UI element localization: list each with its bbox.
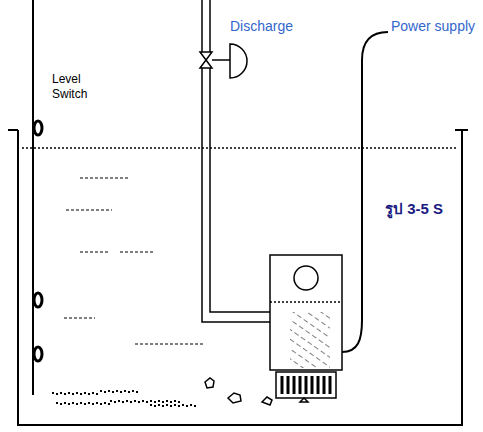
valve — [200, 44, 247, 78]
power-cable — [342, 32, 388, 352]
power-supply-label: Power supply — [391, 18, 475, 36]
tank — [8, 130, 468, 425]
sediment-dots — [52, 390, 196, 407]
level-switch-label: Level Switch — [52, 72, 98, 102]
level-switch — [33, 0, 42, 395]
figure-caption: รูป 3-5 S — [385, 200, 443, 219]
discharge-label: Discharge — [230, 18, 293, 36]
submersible-pump — [270, 255, 342, 398]
sediment — [205, 378, 308, 405]
discharge-pipe — [202, 0, 270, 322]
water-marks — [64, 178, 205, 344]
water-level — [22, 147, 458, 149]
pump-grille — [282, 376, 330, 394]
